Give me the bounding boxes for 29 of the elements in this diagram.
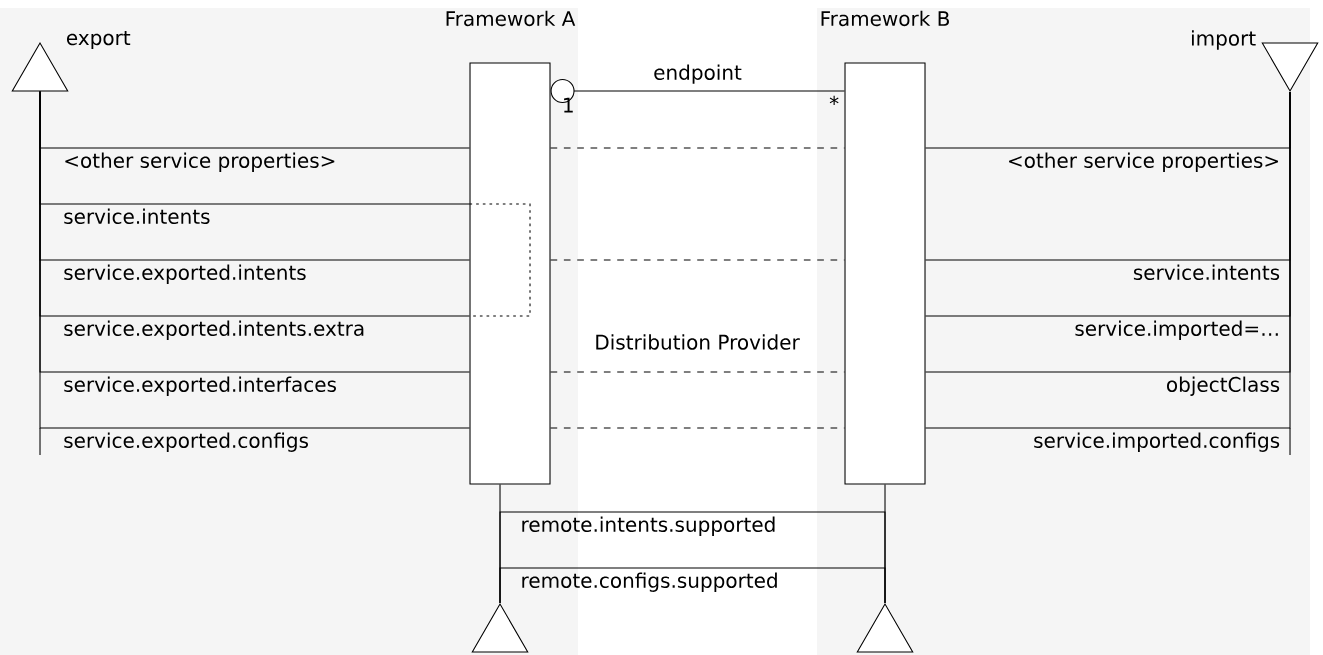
edge-label: service.exported.intents: [64, 264, 306, 284]
edge-label: service.exported.interfaces: [64, 376, 336, 396]
dashed-line: [550, 147, 845, 149]
edge-label: remote.intents.supported: [522, 516, 775, 536]
edge-label: service.exported.configs: [64, 432, 308, 452]
edge-label: endpoint: [654, 64, 742, 84]
framework-label: Framework A: [446, 10, 576, 27]
dashed-line: [550, 427, 845, 429]
connector-line: [925, 91, 1291, 429]
dashed-line: [550, 259, 845, 261]
port-label: export: [67, 30, 131, 50]
edge-label: objectClass: [1167, 376, 1280, 396]
edge-label: <other service properties>: [65, 152, 335, 172]
framework-label: Framework B: [821, 10, 949, 27]
endpoint-connector: [550, 79, 845, 103]
edge-label: remote.configs.supported: [522, 572, 777, 592]
dashed-line: [550, 371, 845, 373]
multiplicity-label: 1: [564, 97, 573, 113]
provider-label: Distribution Provider: [596, 334, 800, 350]
edge-label: service.imported=…: [1075, 320, 1278, 340]
port-label: import: [1192, 30, 1256, 50]
connector-line: [499, 567, 886, 604]
edge-label: service.intents: [64, 208, 210, 224]
edge-label: service.intents: [1133, 264, 1280, 280]
edge-label: service.exported.intents.extra: [64, 320, 364, 340]
multiplicity-label: *: [829, 95, 839, 105]
edge-label: <other service properties>: [1009, 152, 1279, 172]
connector-line: [39, 91, 470, 429]
edge-label: service.imported.configs: [1034, 432, 1280, 452]
